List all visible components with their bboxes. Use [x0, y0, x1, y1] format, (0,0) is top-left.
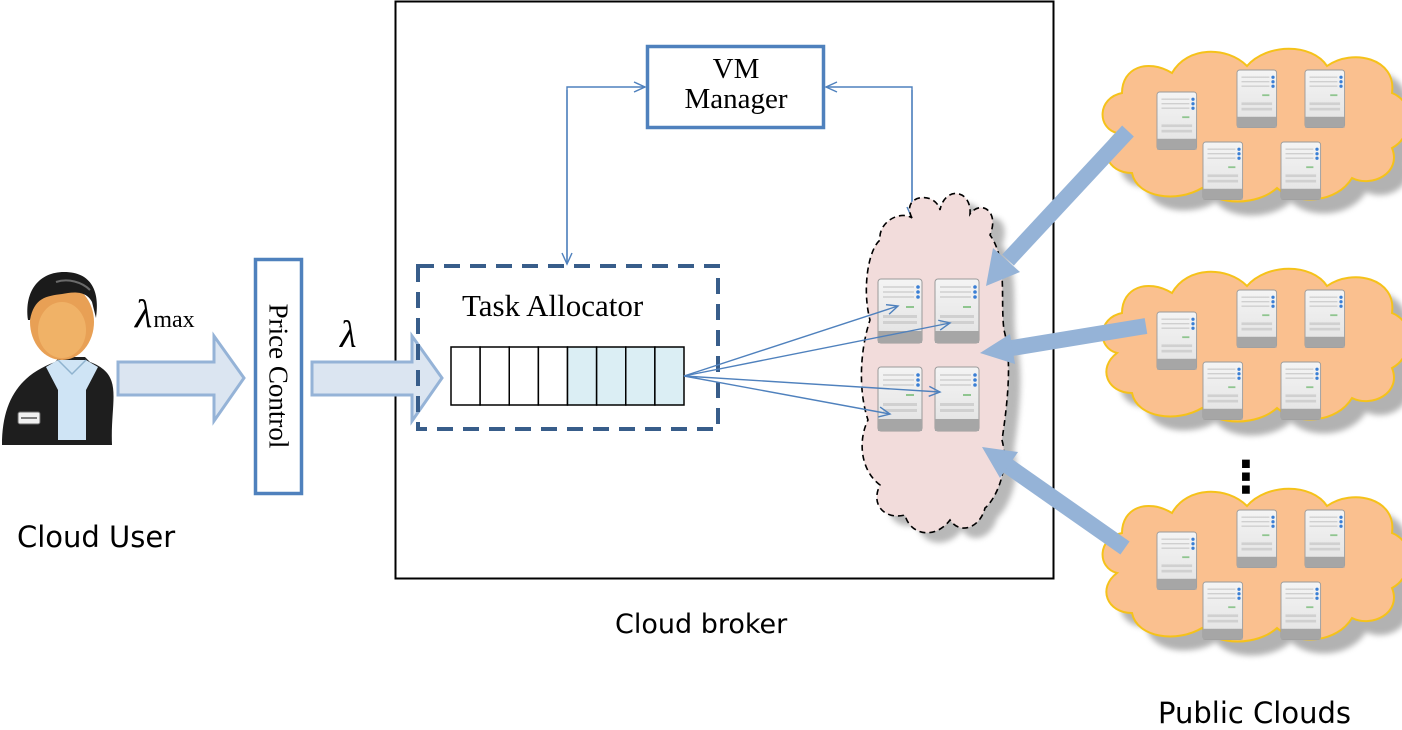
- vm-manager-label: VM Manager: [650, 54, 822, 114]
- public-server-icon: [1304, 509, 1346, 569]
- dispatch-arrow: [683, 375, 942, 397]
- public-server-icon: [1236, 69, 1278, 129]
- queue-slot-filled: [566, 346, 598, 406]
- public-clouds-label: Public Clouds: [1158, 696, 1351, 730]
- vm-manager-label-line1: VM: [712, 53, 760, 85]
- queue-slot-filled: [595, 346, 627, 406]
- public-cloud-2: [1101, 267, 1402, 436]
- task-allocator-box: [416, 264, 720, 431]
- public-server-icon: [1280, 581, 1322, 641]
- queue-slot-filled: [625, 346, 656, 406]
- queue-slot-empty: [537, 346, 569, 406]
- public-server-icon: [1202, 361, 1244, 421]
- public-server-icon: [1280, 361, 1322, 421]
- cloud-user-label: Cloud User: [17, 520, 176, 554]
- public-server-icon: [1304, 69, 1346, 129]
- dispatch-arrow: [683, 303, 900, 377]
- public-to-private-arrows: [980, 125, 1148, 555]
- queue-slot-empty: [450, 346, 481, 406]
- queue-slot-empty: [479, 346, 510, 406]
- more-clouds-ellipsis: ⋮: [1224, 452, 1268, 503]
- public-clouds: [1101, 47, 1402, 656]
- cloud-broker-label: Cloud broker: [615, 609, 788, 640]
- dispatch-arrow: [683, 375, 892, 418]
- public-server-icon: [1156, 531, 1198, 591]
- vm-manager-label-line2: Manager: [684, 83, 788, 115]
- private-server-icon: [934, 278, 980, 344]
- public-server-icon: [1202, 141, 1244, 201]
- task-queue: [450, 346, 685, 406]
- cloud-user-avatar-icon: [2, 272, 114, 445]
- public-cloud-1: [1101, 47, 1402, 216]
- public-server-icon: [1304, 289, 1346, 349]
- price-control-box: [253, 257, 304, 496]
- lambda-max-symbol: λ: [135, 291, 153, 336]
- public-cloud-3-arrow: [982, 447, 1130, 555]
- queue-slot-filled: [654, 346, 685, 406]
- lambda-max-arrow: [116, 331, 246, 426]
- lambda-max-subscript: max: [153, 307, 195, 333]
- public-server-icon: [1156, 91, 1198, 151]
- public-server-icon: [1156, 311, 1198, 371]
- vm-manager-box: [645, 44, 826, 130]
- dispatch-arrows: [683, 303, 952, 418]
- queue-slot-empty: [508, 346, 540, 406]
- task-allocator-label: Task Allocator: [462, 288, 644, 323]
- public-server-icon: [1236, 509, 1278, 569]
- public-server-icon: [1236, 289, 1278, 349]
- private-server-icon: [877, 366, 923, 432]
- lambda-arrow: [310, 331, 444, 426]
- public-cloud-3: [1101, 487, 1402, 656]
- lambda-max-label: λmax: [135, 290, 195, 337]
- public-cloud-2-arrow: [980, 318, 1148, 364]
- public-server-icon: [1280, 141, 1322, 201]
- price-control-label: Price Control: [263, 303, 294, 449]
- lambda-label: λ: [340, 314, 357, 356]
- dispatch-arrow: [683, 319, 952, 377]
- private-server-icon: [934, 366, 980, 432]
- public-cloud-1-arrow: [986, 125, 1134, 286]
- public-server-icon: [1202, 581, 1244, 641]
